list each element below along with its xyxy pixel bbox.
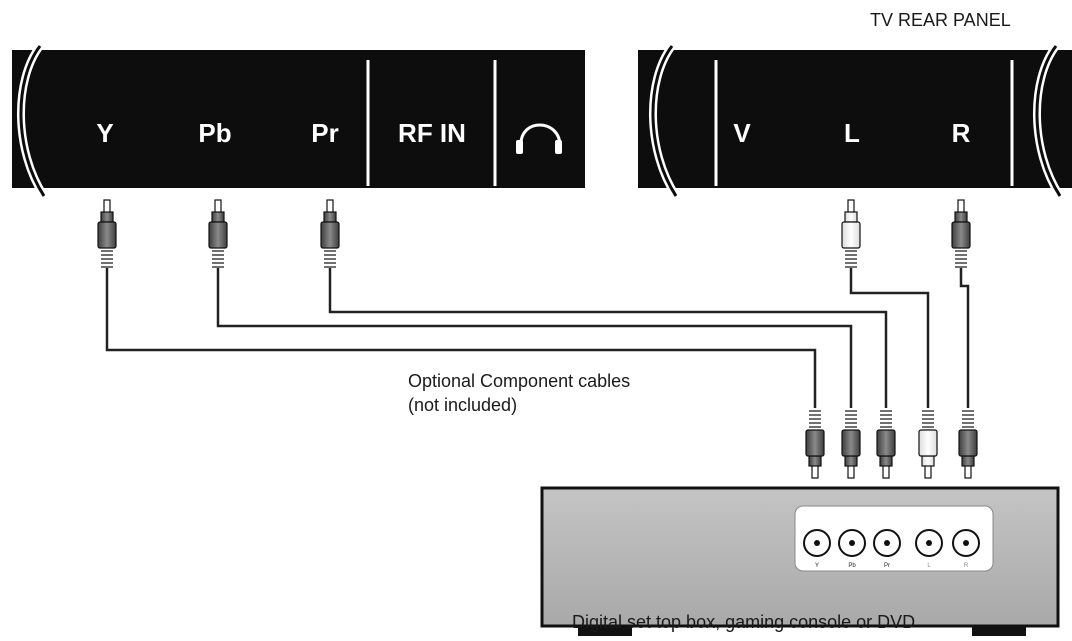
- rf-in-label: RF IN: [398, 118, 466, 148]
- plug-pr-bottom: [876, 410, 896, 479]
- cable-pr: [328, 268, 888, 408]
- plug-l-top: [841, 199, 861, 268]
- device-box: [540, 486, 1060, 636]
- jack-label-y: Y: [96, 118, 113, 148]
- cable-y: [105, 268, 817, 408]
- tv-rear-panel-title: TV REAR PANEL: [870, 10, 1011, 30]
- device-caption: Digital set top box, gaming console or D…: [572, 612, 916, 632]
- plug-y-top: [97, 199, 117, 268]
- port-label-pb: Pb: [848, 563, 856, 569]
- cable-r: [959, 268, 970, 408]
- plug-pb-top: [208, 199, 228, 268]
- port-pb-jack: [838, 529, 866, 557]
- tv-panel-right: [630, 43, 1072, 199]
- cable-l: [849, 268, 930, 408]
- cable-note-line2: (not included): [408, 395, 518, 415]
- port-y-jack: [803, 529, 831, 557]
- port-r-jack: [952, 529, 980, 557]
- jack-label-r: R: [952, 118, 971, 148]
- port-pr-jack: [873, 529, 901, 557]
- cable-note: Optional Component cables (not included): [408, 369, 630, 417]
- port-label-r: R: [964, 563, 969, 569]
- headphone-icon: [516, 123, 562, 154]
- port-label-y: Y: [815, 563, 819, 569]
- jack-label-pr: Pr: [311, 118, 338, 148]
- cable-note-line1: Optional Component cables: [408, 371, 631, 391]
- plug-r-top: [951, 199, 971, 268]
- plug-pr-top: [320, 199, 340, 268]
- plug-l-bottom: [918, 410, 938, 479]
- jack-label-pb: Pb: [198, 118, 231, 148]
- port-l-jack: [915, 529, 943, 557]
- jack-label-l: L: [844, 118, 860, 148]
- cables: [105, 268, 970, 408]
- port-label-pr: Pr: [884, 563, 890, 569]
- plug-y-bottom: [805, 410, 825, 479]
- device-ports: [803, 529, 980, 557]
- plug-pb-bottom: [841, 410, 861, 479]
- cable-pb: [216, 268, 853, 408]
- tv-panel-left: [0, 43, 585, 199]
- plug-r-bottom: [958, 410, 978, 479]
- port-label-l: L: [927, 563, 931, 569]
- jack-label-v: V: [733, 118, 751, 148]
